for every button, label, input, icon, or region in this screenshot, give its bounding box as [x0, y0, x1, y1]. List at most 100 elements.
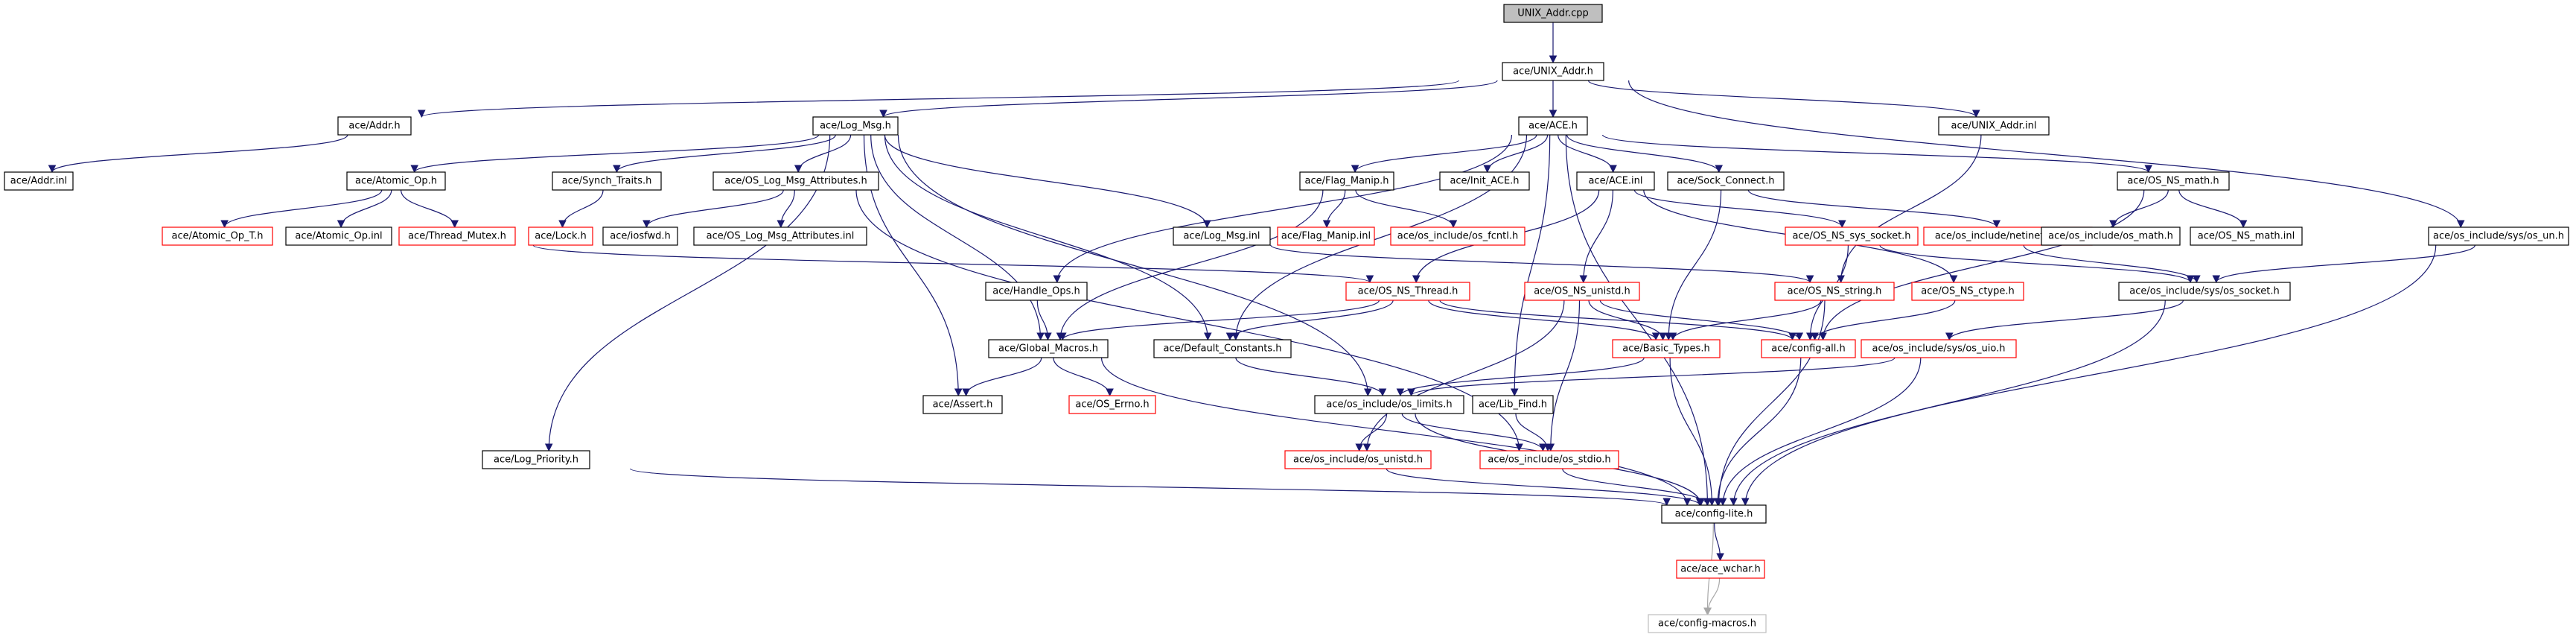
node-thread-mutex-h[interactable]: ace/Thread_Mutex.h: [398, 226, 516, 246]
edge-line: [337, 189, 392, 229]
edge-sys_os_socket_h-to-config_lite_h: [1729, 300, 2166, 507]
edge-synch_traits_h-to-lock_h: [558, 189, 604, 229]
node-flag-manip-h[interactable]: ace/Flag_Manip.h: [1299, 171, 1394, 191]
edge-line: [1428, 300, 1660, 341]
edge-basic_types_h-to-config_lite_h: [1669, 357, 1716, 507]
edge-atomic_op_h-to-atomic_op_inl: [337, 189, 392, 229]
node-config-macros-h[interactable]: ace/config-macros.h: [1648, 614, 1767, 633]
node-os-stdio-h[interactable]: ace/os_include/os_stdio.h: [1479, 450, 1619, 469]
edge-os_ns_unistd_h-to-os_stdio_h: [1546, 300, 1581, 452]
edge-line: [1355, 189, 1458, 229]
edge-thread_mutex_h-to-os_ns_thread_h: [532, 244, 1374, 284]
edge-line: [897, 134, 1372, 397]
node-label: ace/Synch_Traits.h: [562, 176, 652, 187]
node-label: ace/UNIX_Addr.h: [1513, 66, 1593, 77]
node-os-errno-h[interactable]: ace/OS_Errno.h: [1068, 395, 1156, 414]
node-os-ns-math-inl[interactable]: ace/OS_NS_math.inl: [2190, 226, 2303, 246]
edge-ace_h-to-handle_ops_h: [1053, 134, 1513, 284]
edge-line: [1407, 357, 1896, 397]
node-sock-connect-h[interactable]: ace/Sock_Connect.h: [1667, 171, 1785, 191]
node-box: [528, 226, 593, 246]
node-sys-os-socket-h[interactable]: ace/os_include/sys/os_socket.h: [2118, 282, 2291, 301]
node-synch-traits-h[interactable]: ace/Synch_Traits.h: [552, 171, 662, 191]
edge-line: [418, 80, 1459, 118]
node-log-msg-inl[interactable]: ace/Log_Msg.inl: [1173, 226, 1271, 246]
node-os-ns-unistd-h[interactable]: ace/OS_NS_unistd.h: [1524, 282, 1640, 301]
edge-line: [2023, 244, 2201, 284]
node-ace-wchar-h[interactable]: ace/ace_wchar.h: [1676, 560, 1765, 579]
node-box: [2190, 226, 2303, 246]
node-label: ace/OS_NS_ctype.h: [1921, 286, 2015, 297]
node-box: [1173, 226, 1271, 246]
node-box: [398, 226, 516, 246]
node-label: ace/OS_NS_string.h: [1788, 286, 1882, 297]
node-log-priority-h[interactable]: ace/Log_Priority.h: [482, 450, 590, 469]
node-label: ace/Init_ACE.h: [1450, 176, 1519, 187]
edge-line: [870, 134, 1045, 341]
node-os-ns-string-h[interactable]: ace/OS_NS_string.h: [1774, 282, 1895, 301]
node-os-ns-math-h[interactable]: ace/OS_NS_math.h: [2117, 171, 2230, 191]
edge-line: [532, 244, 1374, 284]
node-unix-addr-h[interactable]: ace/UNIX_Addr.h: [1502, 62, 1604, 81]
node-addr-h[interactable]: ace/Addr.h: [337, 116, 412, 136]
node-box: [552, 171, 662, 191]
node-box: [812, 116, 899, 136]
node-label: ace/Log_Msg.inl: [1183, 231, 1260, 242]
edge-flag_manip_h-to-flag_manip_inl: [1322, 189, 1346, 229]
edge-sys_os_un_h-to-sys_os_socket_h: [2212, 244, 2475, 284]
node-box: [2428, 226, 2569, 246]
node-os-log-msg-attr-inl[interactable]: ace/OS_Log_Msg_Attributes.inl: [693, 226, 867, 246]
node-init-ace-h[interactable]: ace/Init_ACE.h: [1439, 171, 1530, 191]
node-atomic-op-t-h[interactable]: ace/Atomic_Op_T.h: [162, 226, 273, 246]
node-config-lite-h[interactable]: ace/config-lite.h: [1661, 504, 1767, 524]
node-unix-addr-inl[interactable]: ace/UNIX_Addr.inl: [1938, 116, 2050, 136]
node-addr-inl[interactable]: ace/Addr.inl: [4, 171, 74, 191]
edge-os_ns_ctype_h-to-config_all_h: [1811, 300, 1956, 341]
edge-unix_addr_h-to-addr_h: [418, 80, 1459, 118]
node-box: [482, 450, 590, 469]
node-assert-h[interactable]: ace/Assert.h: [922, 395, 1003, 414]
edge-line: [1100, 357, 1692, 507]
node-log-msg-h[interactable]: ace/Log_Msg.h: [812, 116, 899, 136]
node-os-ns-sys-socket-h[interactable]: ace/OS_NS_sys_socket.h: [1785, 226, 1919, 246]
node-flag-manip-inl[interactable]: ace/Flag_Manip.inl: [1277, 226, 1375, 246]
node-box: [1502, 62, 1604, 81]
node-os-unistd-h[interactable]: ace/os_include/os_unistd.h: [1284, 450, 1432, 469]
edge-sys_os_un_h-to-config_lite_h: [1741, 244, 2437, 507]
node-label: ace/ace_wchar.h: [1680, 564, 1761, 575]
node-atomic-op-h[interactable]: ace/Atomic_Op.h: [346, 171, 446, 191]
node-default-constants-h[interactable]: ace/Default_Constants.h: [1153, 339, 1292, 358]
node-iosfwd-h[interactable]: ace/iosfwd.h: [602, 226, 678, 246]
node-ace-h[interactable]: ace/ACE.h: [1518, 116, 1588, 136]
node-global-macros-h[interactable]: ace/Global_Macros.h: [988, 339, 1109, 358]
node-os-math-h[interactable]: ace/os_include/os_math.h: [2041, 226, 2181, 246]
node-lib-find-h[interactable]: ace/Lib_Find.h: [1472, 395, 1554, 414]
edge-line: [1718, 357, 1922, 507]
node-atomic-op-inl[interactable]: ace/Atomic_Op.inl: [285, 226, 392, 246]
node-sys-os-uio-h[interactable]: ace/os_include/sys/os_uio.h: [1861, 339, 2017, 358]
node-sys-os-un-h[interactable]: ace/os_include/sys/os_un.h: [2428, 226, 2569, 246]
edge-line: [558, 189, 604, 229]
edge-atomic_op_h-to-atomic_op_t_h: [220, 189, 383, 229]
node-ace-inl[interactable]: ace/ACE.inl: [1576, 171, 1655, 191]
node-basic-types-h[interactable]: ace/Basic_Types.h: [1612, 339, 1721, 358]
node-os-limits-h[interactable]: ace/os_include/os_limits.h: [1314, 395, 1464, 414]
edge-line: [1811, 300, 1956, 341]
edge-line: [1351, 134, 1537, 174]
node-lock-h[interactable]: ace/Lock.h: [528, 226, 593, 246]
node-config-all-h[interactable]: ace/config-all.h: [1761, 339, 1856, 358]
edge-line: [1599, 300, 1804, 341]
node-box: [1938, 116, 2050, 136]
node-os-ns-thread-h[interactable]: ace/OS_NS_Thread.h: [1345, 282, 1470, 301]
node-os-log-msg-attr-h[interactable]: ace/OS_Log_Msg_Attributes.h: [712, 171, 879, 191]
node-unix-addr-cpp: UNIX_Addr.cpp: [1503, 4, 1603, 23]
node-label: ace/OS_NS_math.inl: [2198, 231, 2295, 242]
node-os-ns-ctype-h[interactable]: ace/OS_NS_ctype.h: [1911, 282, 2024, 301]
node-handle-ops-h[interactable]: ace/Handle_Ops.h: [985, 282, 1088, 301]
node-os-fcntl-h[interactable]: ace/os_include/os_fcntl.h: [1390, 226, 1525, 246]
edge-sock_connect_h-to-netinet_in_h: [1747, 189, 2001, 229]
edge-line: [1036, 300, 1052, 341]
edge-line: [1510, 134, 1551, 397]
edge-line: [1235, 357, 1387, 397]
